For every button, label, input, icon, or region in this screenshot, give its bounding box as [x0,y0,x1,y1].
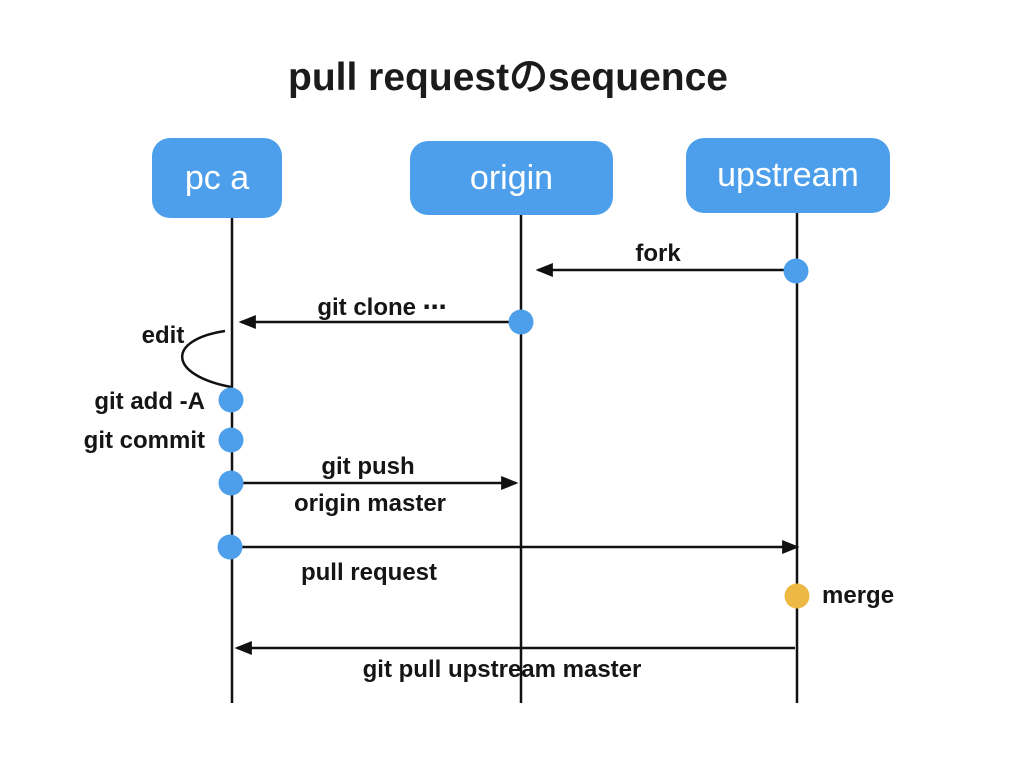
label-git-clone: git clone ⋯ [317,294,447,321]
label-git-push: git push [321,453,415,480]
dot-git-commit [218,427,244,453]
actor-box-pc-a: pc a [152,138,282,218]
actor-box-origin: origin [410,141,613,215]
dot-fork [783,258,809,284]
actor-box-upstream: upstream [686,138,890,213]
label-git-push-sub: origin master [293,490,447,517]
label-git-add: git add -A [94,388,205,415]
label-pull-request: pull request [300,559,438,586]
label-edit: edit [141,322,185,349]
actor-label-upstream: upstream [717,156,859,194]
self-loop-edit [181,329,232,389]
dot-git-clone [508,309,534,335]
page-title: pull requestのsequence [288,56,728,99]
label-fork: fork [635,240,681,267]
label-merge: merge [822,582,895,609]
label-git-commit: git commit [83,427,205,454]
label-git-pull: git pull upstream master [362,656,642,683]
actor-label-pc-a: pc a [184,158,250,197]
dot-pull-request [217,534,243,560]
dot-merge [784,583,810,609]
dot-git-push [218,470,244,496]
dot-git-add [218,387,244,413]
actor-label-origin: origin [469,158,554,197]
